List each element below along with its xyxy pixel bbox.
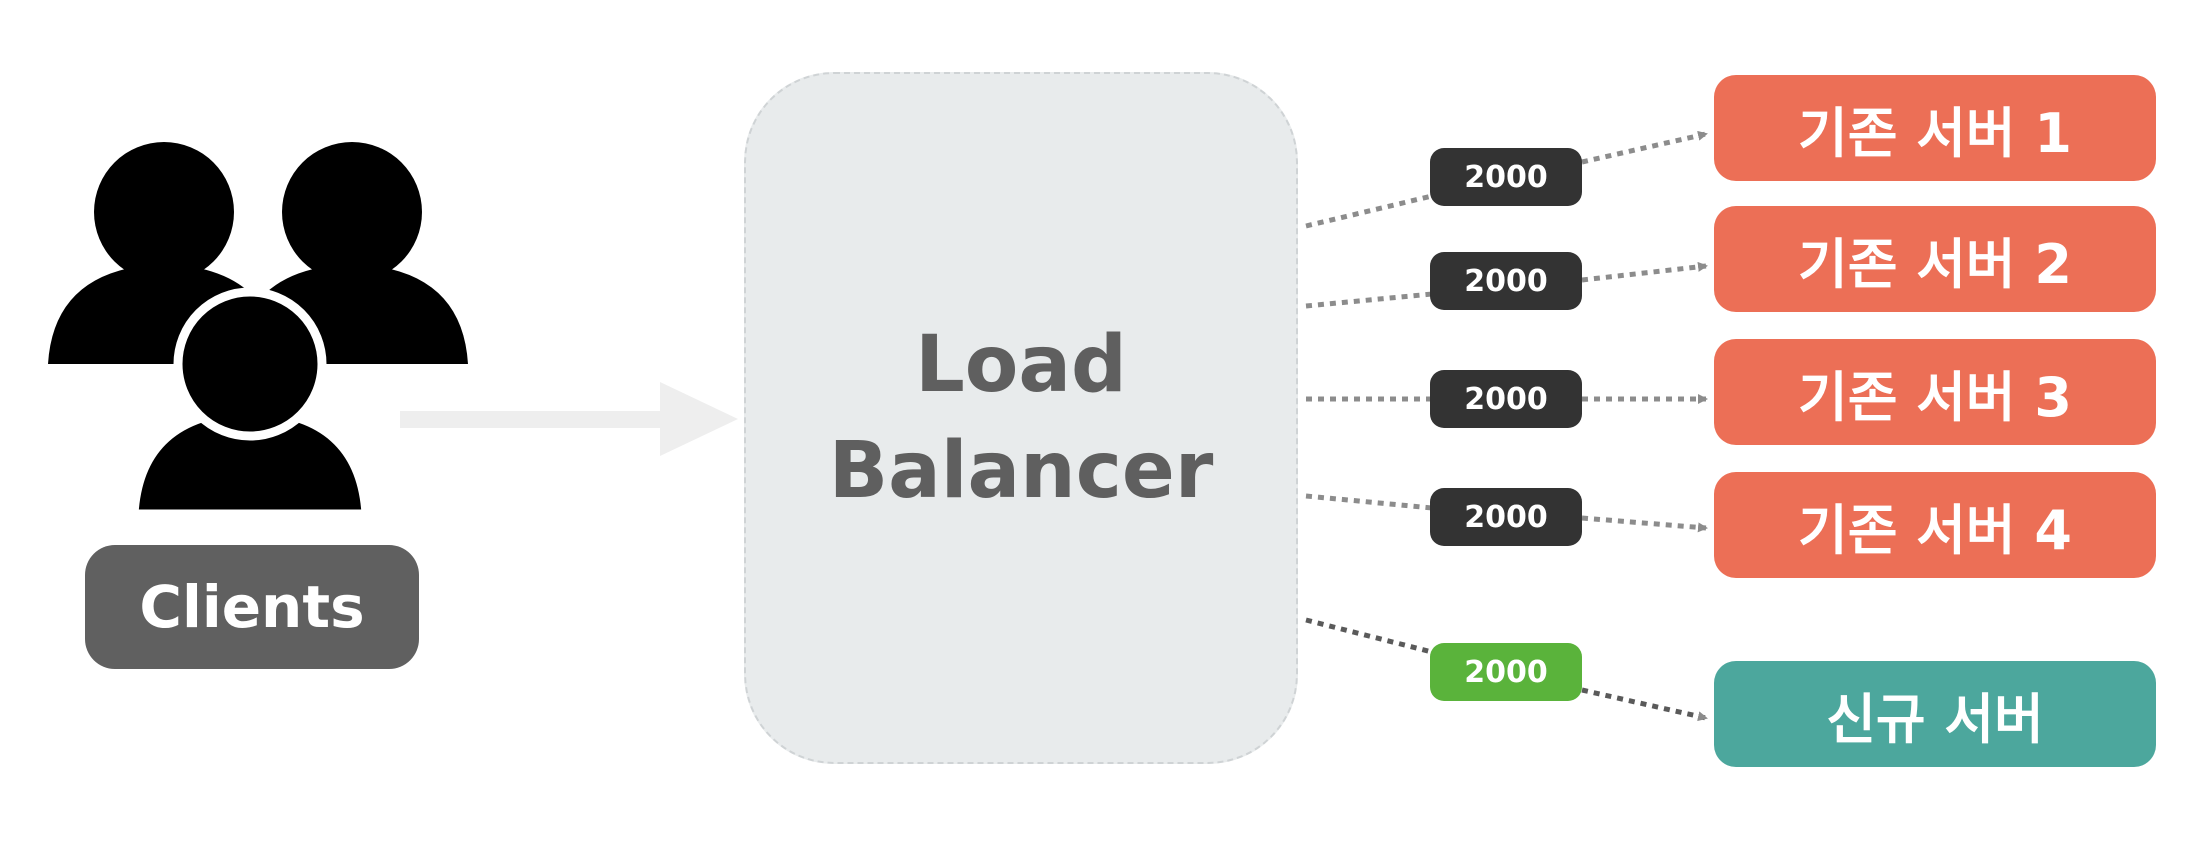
load-balancer-label: Load Balancer [828,320,1214,516]
connector-4 [1305,493,1708,533]
connector-1 [1305,130,1708,229]
clients-label: Clients [85,545,419,669]
server-existing-4: 기존 서버 4 [1714,472,2156,578]
flow-arrow [400,382,738,456]
request-badge-new: 2000 [1430,643,1582,701]
request-badge-3: 2000 [1430,370,1582,428]
server-new: 신규 서버 [1714,661,2156,767]
request-badge-1: 2000 [1430,148,1582,206]
request-badge-4: 2000 [1430,488,1582,546]
server-existing-1: 기존 서버 1 [1714,75,2156,181]
connector-5 [1305,617,1708,722]
server-existing-3: 기존 서버 3 [1714,339,2156,445]
load-balancer: Load Balancer [744,72,1298,764]
connector-2 [1305,261,1708,309]
server-existing-2: 기존 서버 2 [1714,206,2156,312]
users-group-icon [48,142,468,519]
request-badge-2: 2000 [1430,252,1582,310]
